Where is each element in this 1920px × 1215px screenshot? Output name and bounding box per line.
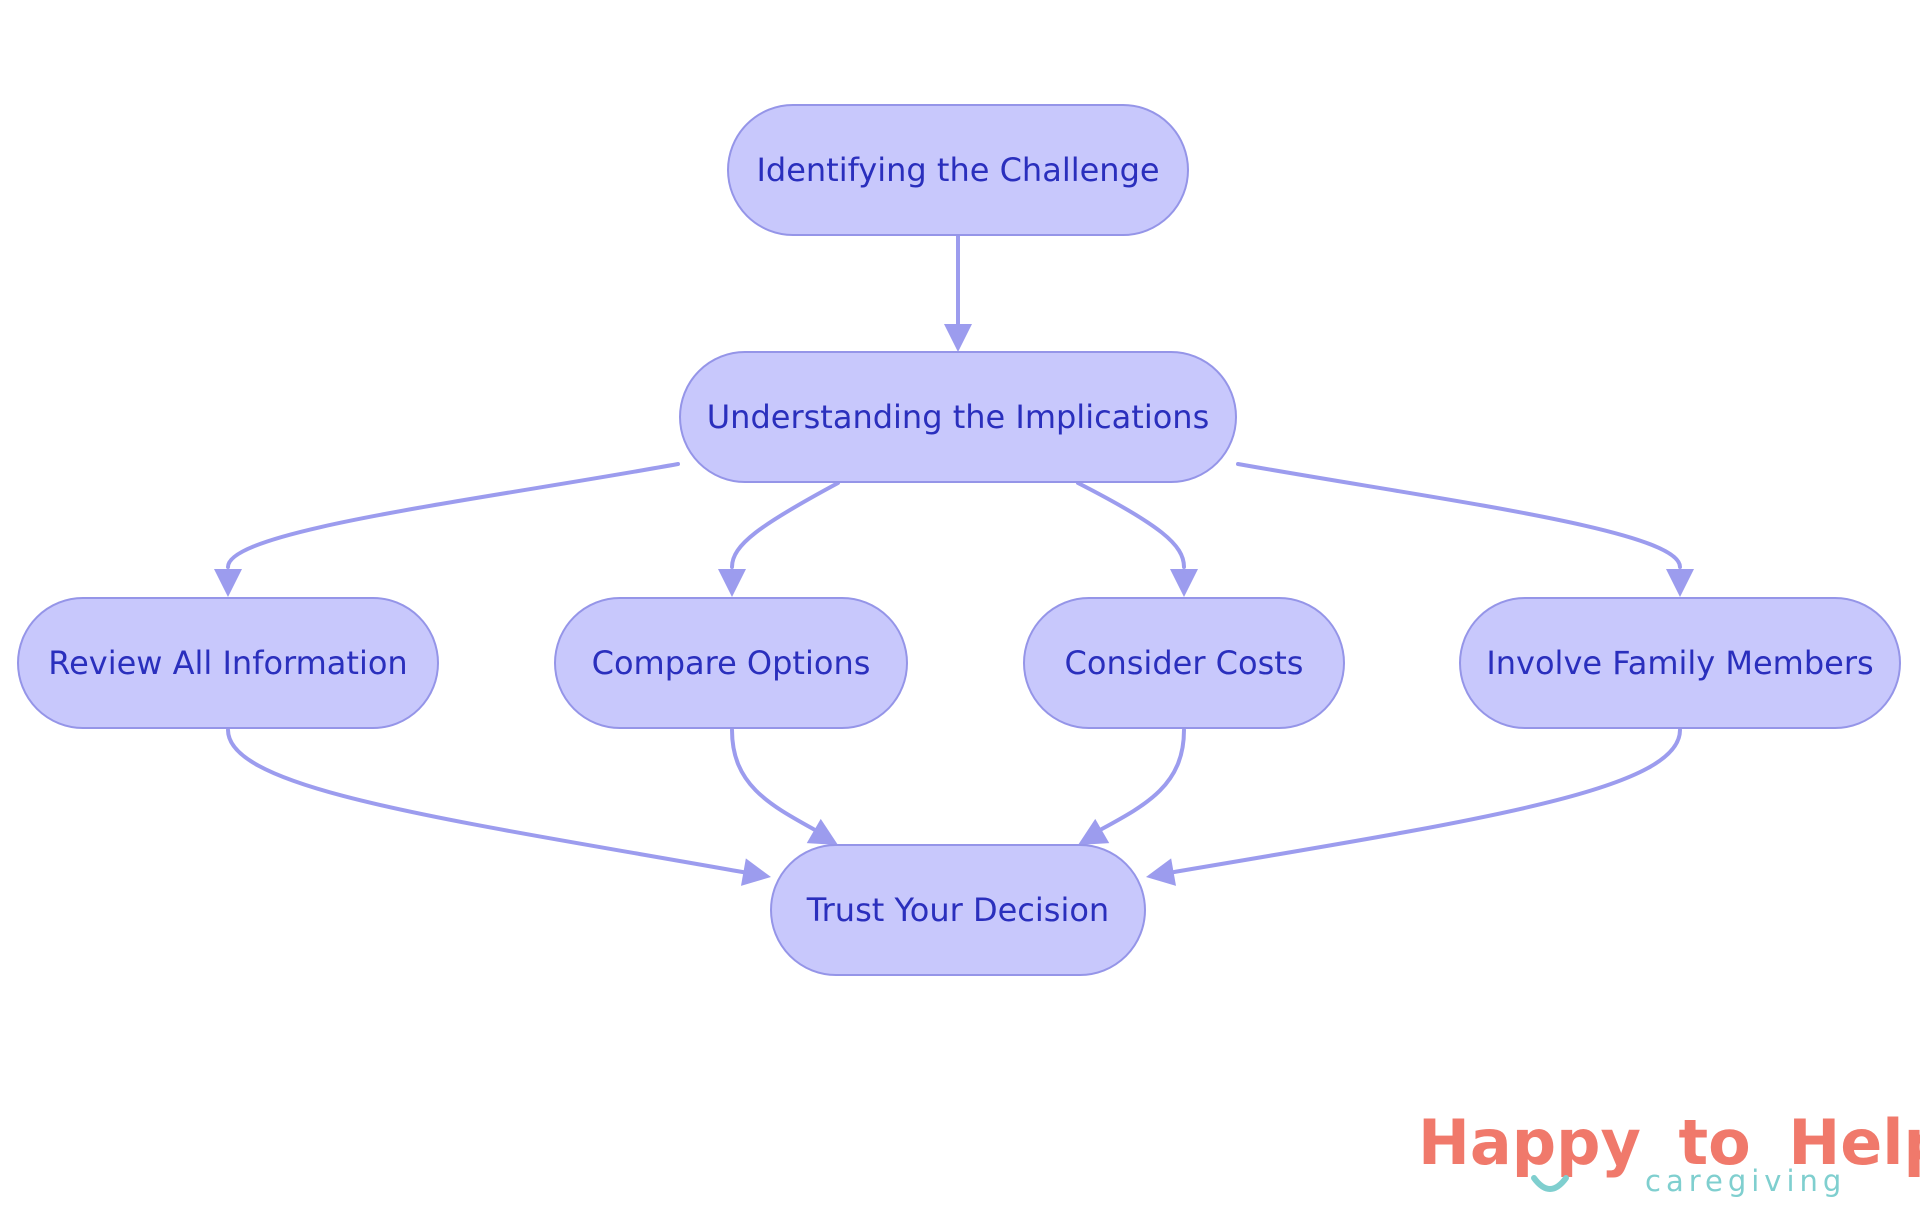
logo-word-happy: Happy (1418, 1106, 1641, 1179)
logo-word-to: to (1679, 1106, 1751, 1179)
svg-text:Happy to Help: Happy to Help (1418, 1106, 1920, 1179)
logo-word-help: Help (1788, 1106, 1920, 1179)
node-label: Trust Your Decision (806, 891, 1109, 929)
edge-n6-n7 (1166, 728, 1682, 875)
node-n7: Trust Your Decision (770, 844, 1146, 976)
node-n3: Review All Information (17, 597, 439, 729)
node-n5: Consider Costs (1023, 597, 1345, 729)
node-box (17, 597, 439, 729)
node-label: Review All Information (48, 644, 407, 682)
brand-logo: Happy to Help caregiving (1418, 1106, 1920, 1198)
arrowhead-n1-n2 (944, 324, 972, 352)
node-label: Understanding the Implications (707, 398, 1210, 436)
arrowhead-n6-n7 (1146, 858, 1177, 886)
node-box (554, 597, 908, 729)
node-box (770, 844, 1146, 976)
node-label: Consider Costs (1065, 644, 1304, 682)
edge-n2-n5 (1076, 481, 1186, 569)
node-box (727, 104, 1189, 236)
node-label: Involve Family Members (1486, 644, 1873, 682)
node-n2: Understanding the Implications (679, 351, 1237, 483)
edge-n5-n7 (1098, 728, 1186, 832)
node-n6: Involve Family Members (1459, 597, 1901, 729)
arrowhead-n5-n7 (1078, 818, 1110, 845)
edge-n2-n3 (226, 462, 680, 569)
edge-n2-n4 (730, 481, 840, 569)
smile-icon (1531, 1175, 1569, 1192)
node-label: Compare Options (592, 644, 871, 682)
arrowhead-n2-n5 (1170, 569, 1198, 597)
arrowhead-n4-n7 (806, 818, 838, 845)
logo-tagline: caregiving (1645, 1164, 1846, 1198)
node-box (1023, 597, 1345, 729)
edge-n2-n6 (1236, 462, 1682, 569)
node-label: Identifying the Challenge (756, 151, 1159, 189)
node-n1: Identifying the Challenge (727, 104, 1189, 236)
edges-layer (214, 233, 1694, 886)
arrowhead-n2-n6 (1666, 569, 1694, 597)
edge-n3-n7 (226, 728, 750, 875)
edge-n4-n7 (730, 728, 817, 832)
node-box (679, 351, 1237, 483)
node-n4: Compare Options (554, 597, 908, 729)
arrowhead-n2-n3 (214, 569, 242, 597)
node-box (1459, 597, 1901, 729)
arrowhead-n3-n7 (740, 858, 771, 886)
arrowhead-n2-n4 (718, 569, 746, 597)
